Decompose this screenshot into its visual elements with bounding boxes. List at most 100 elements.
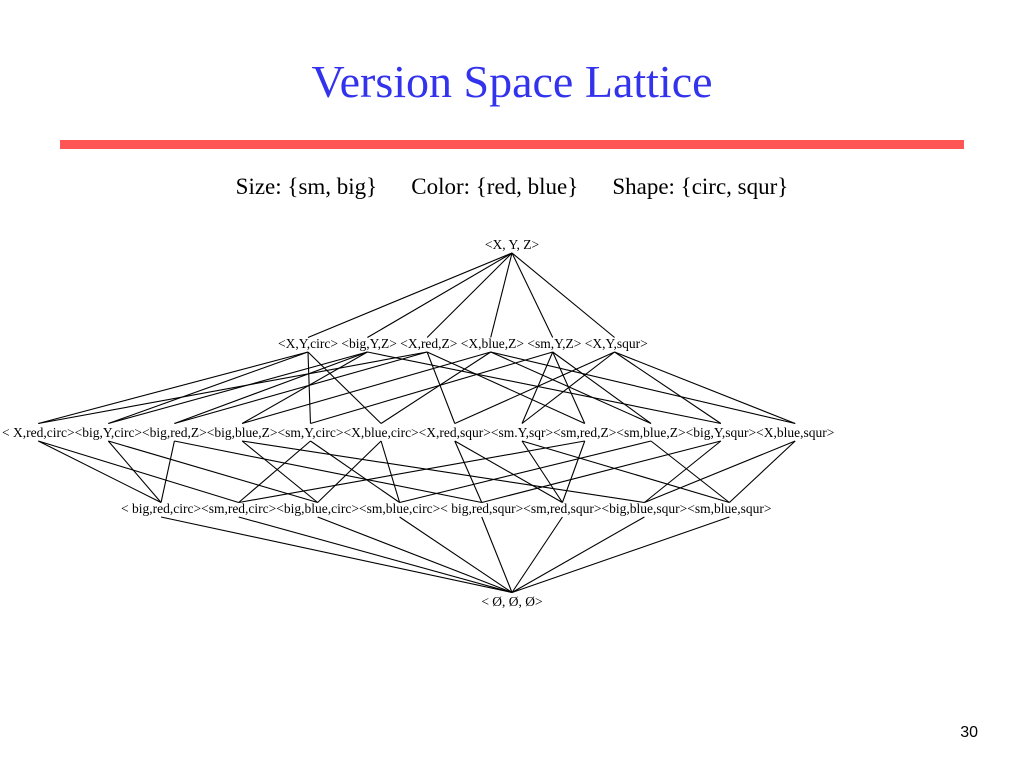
lattice-edge [310,351,553,425]
lattice-node-2-10: <big,Y,squr> [686,425,757,440]
lattice-nodes: <X, Y, Z> <X,Y,circ> <big,Y,Z> <X,red,Z> … [2,237,834,609]
lattice-edge [561,440,586,503]
lattice-edges [38,252,796,594]
lattice-edge [521,351,554,424]
lattice-node-0-0: <X, Y, Z> [485,237,539,252]
lattice-edge [38,440,239,504]
lattice-node-1-1: <big,Y,Z> [338,336,397,351]
lattice-node-2-4: <sm,Y,circ> [277,425,343,440]
lattice-edge [238,516,513,594]
lattice-edge [454,440,483,503]
lattice-node-2-11: <X,blue,squr> [756,425,834,440]
lattice-node-2-5: <X,blue,circ> [343,425,418,440]
lattice-edge [426,351,456,424]
lattice-node-3-3: <sm,blue,circ> [359,501,440,516]
lattice-node-2-8: <sm,red,Z> [553,425,616,440]
title-divider-bar [60,140,964,149]
lattice-node-1-3: <X,blue,Z> [457,336,524,351]
lattice-edge [174,440,482,504]
lattice-edge [367,351,721,425]
lattice-node-1-4: <sm,Y,Z> [524,336,581,351]
lattice-edge [511,516,563,593]
lattice-node-3-5: <sm,red,squr> [523,501,601,516]
lattice-edge [644,440,722,503]
lattice-node-2-2: <big,red,Z> [142,425,207,440]
lattice-row-1: <X,Y,circ> <big,Y,Z> <X,red,Z> <X,blue,Z… [278,336,648,351]
lattice-edge [160,440,175,503]
lattice-edge [490,351,796,425]
lattice-edge [174,351,428,425]
lattice-edge [241,440,318,503]
lattice-edge [426,351,585,425]
lattice-node-2-7: <sm.Y,sqr> [491,425,553,440]
lattice-edge [317,516,513,594]
lattice-edge [490,351,652,425]
lattice-node-2-1: <big,Y,circ> [75,425,142,440]
lattice-edge [728,440,796,503]
lattice-edge [108,440,318,504]
lattice-edge [307,351,382,424]
lattice-node-3-1: <sm,red,circ> [201,501,276,516]
lattice-edge [426,252,513,338]
lattice-edge [107,440,162,503]
lattice-edge [552,351,652,424]
lattice-edge [521,440,730,504]
lattice-node-1-0: <X,Y,circ> [278,336,338,351]
lattice-edge [481,516,513,593]
lattice-node-2-9: <sm,blue,Z> [616,425,685,440]
lattice-row-2: < X,red,circ><big,Y,circ><big,red,Z><big… [2,425,834,440]
lattice-edge [511,516,645,593]
lattice-node-3-7: <sm,blue,squr> [687,501,771,516]
lattice-node-1-5: <X,Y,squr> [581,336,647,351]
lattice-edge [38,440,162,503]
lattice-edge [614,351,796,425]
shape-domain: Shape: {circ, squr} [612,174,789,199]
lattice-node-3-2: <big,blue,circ> [276,501,359,516]
lattice-node-2-6: <X,red,squr> [419,425,491,440]
lattice-edge [380,351,492,424]
slide-title: Version Space Lattice [311,56,713,107]
lattice-edge [307,252,513,339]
lattice-edge [38,351,428,425]
lattice-edge [521,351,615,424]
lattice-edge [399,440,652,504]
lattice-edge [454,351,615,425]
lattice-edge [511,516,730,594]
lattice-edge [241,351,491,425]
lattice-edge [380,440,401,503]
lattice-edge [511,252,554,338]
color-domain: Color: {red, blue} [411,174,579,199]
title-divider [60,140,964,149]
lattice-edge [490,252,513,338]
lattice-row-3: < big,red,circ><sm,red,circ><big,blue,ci… [121,501,771,516]
lattice-edge [38,351,309,425]
lattice-node-3-4: < big,red,squr> [440,501,523,516]
page-number: 30 [960,724,978,741]
lattice-edge [650,440,730,503]
lattice-edge [399,516,513,593]
lattice-edge [307,351,312,424]
lattice-edge [481,440,721,504]
lattice-edge [241,351,368,424]
lattice-edge [614,351,722,424]
lattice-node-3-6: <big,blue,squr> [602,501,688,516]
lattice-node-2-0: < X,red,circ> [2,425,75,440]
lattice-edge [454,440,563,503]
lattice-edge [108,351,368,425]
attribute-domains: Size: {sm, big} Color: {red, blue} Shape: … [0,172,1024,202]
size-domain: Size: {sm, big} [235,174,378,199]
lattice-node-4-0: < Ø, Ø, Ø> [481,594,542,609]
lattice-edge [310,440,400,503]
lattice-edge [511,252,615,338]
lattice-edge [238,440,585,504]
lattice-edge [317,440,382,503]
lattice-node-1-2: <X,red,Z> [397,336,458,351]
lattice-edge [108,351,309,425]
lattice-edge [242,440,645,504]
lattice-node-2-3: <big,blue,Z> [207,425,278,440]
lattice-edge [174,351,368,425]
lattice-edge [367,252,513,338]
lattice-edge [521,440,563,503]
lattice-edge [644,440,796,504]
